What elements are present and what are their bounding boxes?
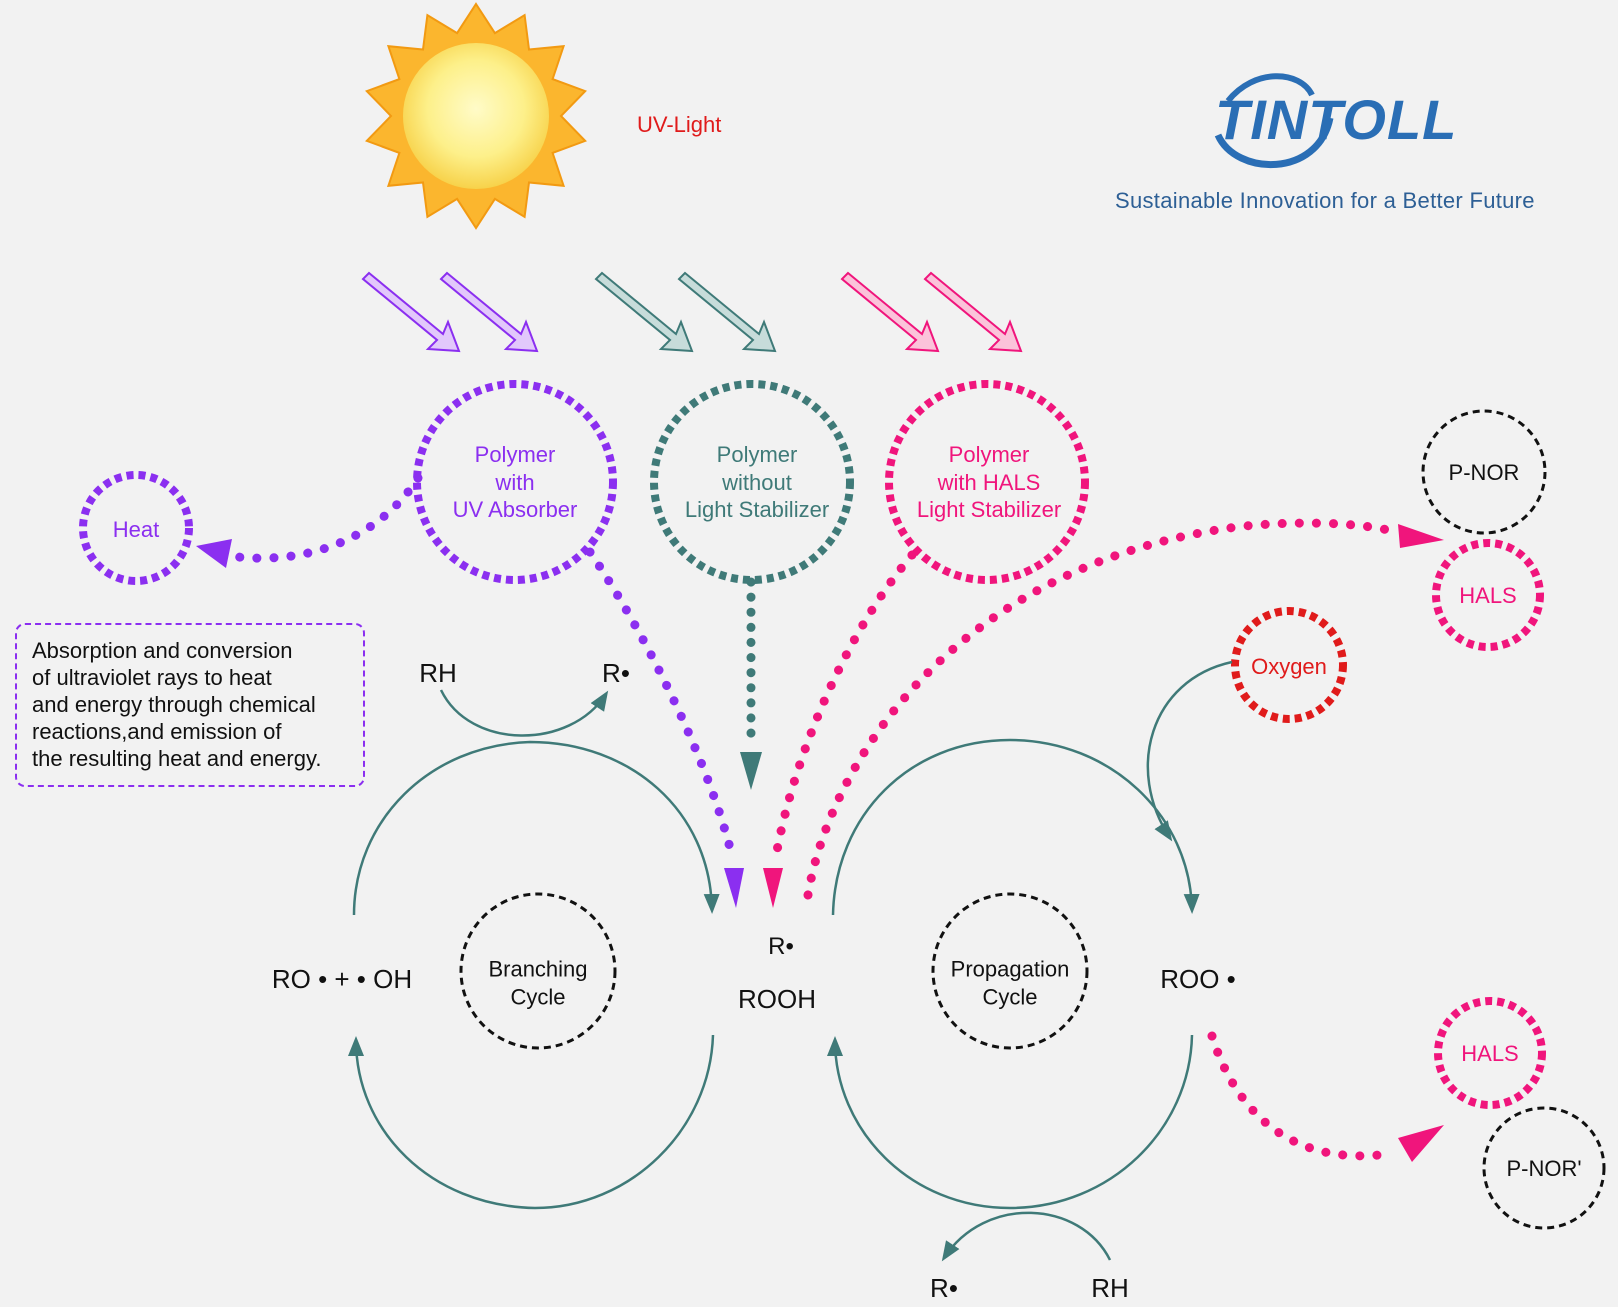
tintoll-logo-icon (1214, 73, 1334, 168)
flow-roo-to-pnor (1207, 1031, 1393, 1161)
branching-cycle-label: Branching Cycle (488, 956, 588, 1010)
flow-to-heat (233, 473, 423, 563)
hals-top-circle (1432, 539, 1544, 651)
uv-absorber-note: Absorption and conversion of ultraviolet… (15, 623, 365, 787)
polymer-uv-absorber-label: Polymer with UV Absorber (452, 441, 578, 522)
pnor-bottom-label: P-NOR' (1506, 1156, 1582, 1181)
flow-rooh-to-hals-arrowhead (1398, 524, 1444, 548)
polymer-no-stabilizer-label: Polymer without Light Stabilizer (684, 441, 830, 522)
rh-bottom-label: RH (1091, 1273, 1129, 1303)
polymer-no-stabilizer-circle (650, 380, 854, 584)
branching-arc-bottom (348, 1034, 715, 1210)
r-radical-top-label: R• (602, 658, 630, 688)
polymer-uv-absorber-circle (413, 380, 617, 584)
hals-bottom-circle (1434, 997, 1546, 1109)
branching-rh-arc (439, 689, 609, 737)
brand-logo-text: TINTOLL (1215, 88, 1458, 151)
propagation-cycle-label: Propagation Cycle (950, 956, 1070, 1010)
oxygen-label: Oxygen (1251, 654, 1327, 679)
hals-top-label: HALS (1459, 583, 1517, 608)
r-radical-center-label: R• (768, 933, 794, 960)
propagation-arc-bottom (827, 1034, 1194, 1210)
heat-label: Heat (112, 517, 160, 542)
flow-rooh-to-hals (803, 518, 1393, 900)
flow-uv-absorber-to-rooh (585, 547, 738, 865)
branching-cycle-circle (459, 892, 617, 1050)
pnor-top-circle (1421, 409, 1547, 535)
flow-hals-arrowhead (763, 868, 783, 908)
uv-arrow-teal-1 (594, 271, 694, 353)
branching-arc-top (352, 740, 720, 916)
flow-no-stabilizer-arrowhead (740, 752, 762, 790)
uv-arrow-teal-2 (677, 271, 777, 353)
uv-light-label: UV-Light (637, 112, 722, 137)
flow-to-heat-arrowhead (196, 539, 232, 568)
ro-oh-label: RO • + • OH (271, 964, 413, 994)
polymer-hals-label: Polymer with HALS Light Stabilizer (916, 441, 1062, 522)
rh-top-label: RH (419, 658, 457, 688)
uv-arrow-pink-2 (923, 271, 1023, 353)
pnor-top-label: P-NOR (1448, 460, 1520, 485)
uv-arrow-purple-1 (361, 271, 461, 353)
uv-arrow-pink-1 (840, 271, 940, 353)
heat-circle (79, 471, 193, 585)
roo-radical-label: ROO • (1160, 964, 1236, 994)
r-radical-bottom-label: R• (930, 1273, 958, 1303)
flow-roo-to-pnor-arrowhead (1398, 1125, 1444, 1162)
flow-uv-absorber-arrowhead (724, 868, 744, 908)
pnor-bottom-circle (1482, 1106, 1606, 1230)
polymer-hals-circle (885, 380, 1089, 584)
oxygen-circle (1231, 607, 1347, 723)
hals-bottom-label: HALS (1461, 1041, 1519, 1066)
propagation-rh-arc (941, 1211, 1112, 1262)
propagation-arc-top (831, 738, 1200, 916)
propagation-cycle-circle (931, 892, 1089, 1050)
oxygen-arc (1146, 660, 1233, 842)
sun-icon (365, 2, 587, 230)
brand-tagline: Sustainable Innovation for a Better Futu… (1115, 188, 1535, 213)
uv-arrow-purple-2 (439, 271, 539, 353)
rooh-label: ROOH (738, 984, 816, 1014)
